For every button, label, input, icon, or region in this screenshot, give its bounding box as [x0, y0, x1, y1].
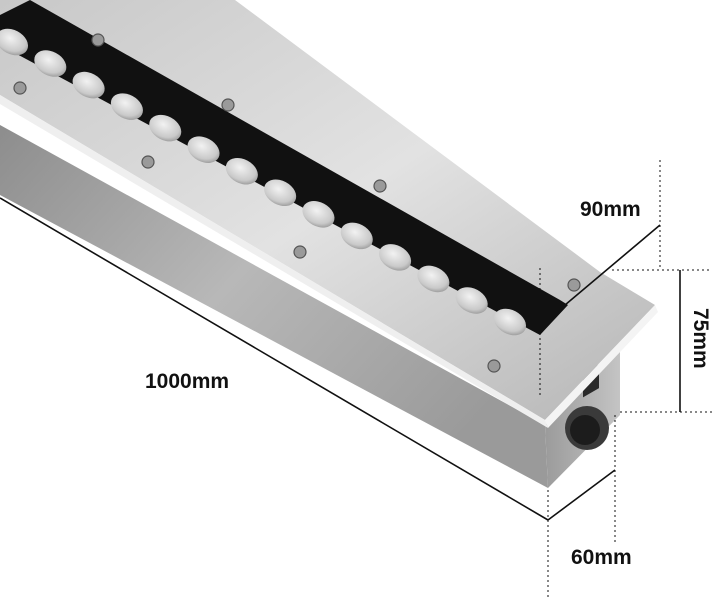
flange-edge — [0, 95, 548, 428]
screw — [293, 245, 307, 259]
led-lens — [340, 222, 373, 250]
led-lens — [187, 136, 220, 163]
screw — [487, 359, 501, 373]
led-lens — [379, 244, 412, 271]
length-label: 1000mm — [145, 370, 230, 393]
led-lens — [72, 71, 105, 99]
led-lens — [302, 201, 335, 228]
led-lens — [110, 93, 143, 120]
screw-row — [13, 33, 581, 373]
led-lens — [149, 114, 182, 142]
height-label: 75mm — [689, 308, 712, 369]
led-lens — [417, 265, 450, 293]
screw — [13, 81, 27, 95]
screw — [141, 155, 155, 169]
body-side-face — [0, 125, 548, 488]
screw — [373, 179, 387, 193]
body-width-label: 60mm — [571, 546, 632, 569]
led-lens — [264, 179, 297, 207]
screw — [221, 98, 235, 112]
led-row — [0, 28, 527, 336]
length-dim-line — [0, 197, 549, 521]
led-lens — [34, 50, 67, 77]
led-lens — [493, 308, 527, 336]
led-lens — [0, 28, 29, 56]
screw — [91, 33, 105, 47]
width-label: 90mm — [580, 198, 641, 221]
screw — [567, 278, 581, 292]
led-lens — [225, 157, 258, 185]
width-dim-line — [564, 224, 661, 306]
led-lens — [455, 287, 488, 314]
led-channel — [0, 0, 568, 335]
dimension-lines — [0, 160, 712, 597]
